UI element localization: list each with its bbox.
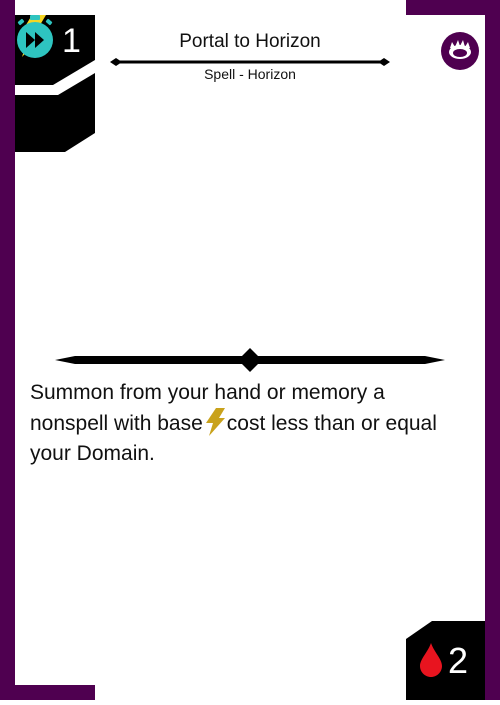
rules-text: Summon from your hand or memory a nonspe… xyxy=(30,378,450,469)
text-box-divider xyxy=(55,348,445,372)
cost-value: 1 xyxy=(62,22,81,60)
power-panel: 2 xyxy=(406,621,485,700)
power-panel-background xyxy=(406,621,485,700)
card-title: Portal to Horizon xyxy=(179,31,321,52)
fast-forward-stopwatch-icon xyxy=(17,15,53,58)
card-frame-bottom-left xyxy=(0,685,95,700)
title-divider xyxy=(110,58,390,66)
blood-drop-icon xyxy=(420,643,442,677)
power-value: 2 xyxy=(448,640,469,681)
rules-text-part-1: Summon from your hand or memory a nonspe… xyxy=(30,381,385,435)
horizon-portal-icon xyxy=(441,32,479,70)
card-frame-top-right xyxy=(406,0,500,15)
card-frame-left xyxy=(0,0,15,700)
inline-lightning-bolt-icon xyxy=(205,408,225,436)
rules-text-part-2: cost less than or equal your Domain. xyxy=(30,412,437,465)
cost-panel: 1 xyxy=(15,15,95,152)
card-type-line: Spell - Horizon xyxy=(204,66,296,82)
card-frame-right xyxy=(485,0,500,700)
